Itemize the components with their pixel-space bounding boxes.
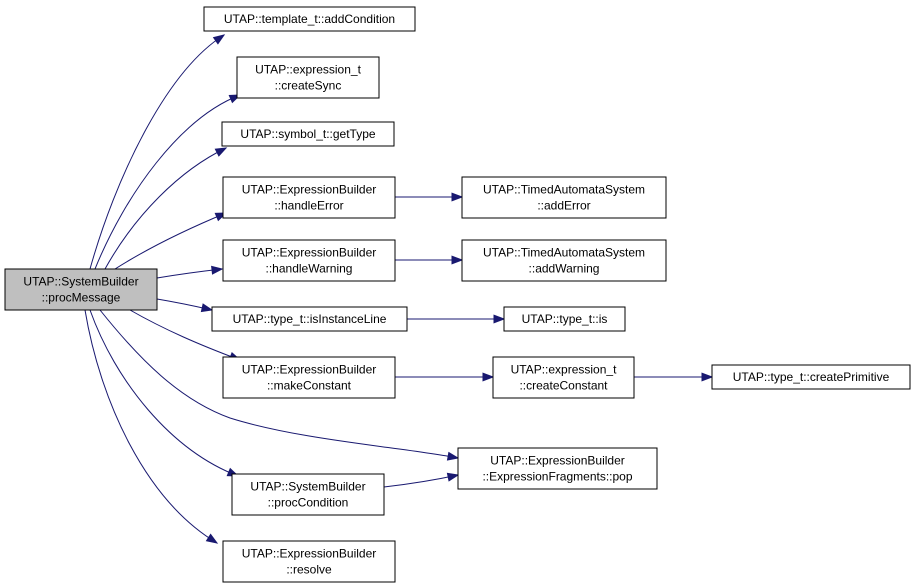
edge-arrowhead — [451, 255, 464, 265]
edge-line — [99, 309, 459, 459]
node-label: ::addWarning — [529, 262, 600, 276]
edge-createConstant-to-createPrimitive — [634, 372, 714, 382]
edge-handleError-to-addError — [395, 192, 464, 202]
node-label: UTAP::SystemBuilder — [250, 480, 365, 494]
node-label: ::createSync — [275, 79, 342, 93]
node-box — [203, 6, 416, 32]
edge-makeConstant-to-createConstant — [395, 372, 495, 382]
node-label: UTAP::TimedAutomataSystem — [483, 183, 645, 197]
node-box — [461, 239, 667, 282]
edge-line — [104, 147, 227, 270]
node-isInstanceLine[interactable]: UTAP::type_t::isInstanceLine — [211, 306, 408, 332]
node-createConstant[interactable]: UTAP::expression_t::createConstant — [492, 356, 635, 399]
edge-root-to-handleWarning — [156, 265, 224, 279]
node-box — [711, 364, 911, 390]
node-label: UTAP::ExpressionBuilder — [242, 363, 377, 377]
node-createPrimitive[interactable]: UTAP::type_t::createPrimitive — [711, 364, 911, 390]
node-is[interactable]: UTAP::type_t::is — [503, 306, 626, 332]
node-label: UTAP::TimedAutomataSystem — [483, 246, 645, 260]
edge-root-to-handleError — [114, 212, 228, 270]
nodes-layer: UTAP::SystemBuilder::procMessage UTAP::te… — [4, 6, 911, 583]
edge-arrowhead — [211, 265, 224, 275]
node-label: UTAP::expression_t — [511, 363, 617, 377]
node-createSync[interactable]: UTAP::expression_t::createSync — [236, 56, 380, 99]
node-box — [492, 356, 635, 399]
edge-arrowhead — [446, 472, 460, 482]
node-label: UTAP::type_t::isInstanceLine — [233, 312, 387, 326]
node-addError[interactable]: UTAP::TimedAutomataSystem::addError — [461, 176, 667, 219]
node-label: UTAP::type_t::is — [522, 312, 608, 326]
node-label: ::ExpressionFragments::pop — [482, 470, 632, 484]
edge-line — [129, 309, 241, 361]
node-label: ::createConstant — [519, 379, 608, 393]
edge-line — [383, 474, 459, 488]
node-label: ::procCondition — [268, 496, 349, 510]
edge-line — [89, 34, 225, 270]
node-box — [222, 176, 396, 219]
node-addCondition[interactable]: UTAP::template_t::addCondition — [203, 6, 416, 32]
edge-line — [114, 212, 227, 270]
node-box — [221, 121, 395, 147]
node-label: UTAP::symbol_t::getType — [240, 127, 375, 141]
edge-arrowhead — [701, 372, 714, 382]
edge-line — [89, 309, 239, 477]
edge-arrowhead — [205, 533, 219, 544]
node-label: UTAP::type_t::createPrimitive — [733, 370, 890, 384]
edge-line — [94, 94, 241, 270]
edge-root-to-getType — [104, 147, 228, 270]
edges-layer — [84, 34, 714, 544]
edge-arrowhead — [493, 314, 506, 324]
edge-root-to-pop — [99, 309, 460, 461]
edge-arrowhead — [482, 372, 495, 382]
node-root[interactable]: UTAP::SystemBuilder::procMessage — [4, 268, 158, 311]
node-label: UTAP::template_t::addCondition — [224, 12, 395, 26]
edge-root-to-procCondition — [89, 309, 240, 477]
node-box — [236, 56, 380, 99]
node-box — [461, 176, 667, 219]
node-box — [211, 306, 408, 332]
edge-procCondition-to-pop — [383, 472, 460, 488]
node-label: ::handleError — [274, 199, 343, 213]
node-label: UTAP::expression_t — [255, 63, 361, 77]
node-label: UTAP::SystemBuilder — [23, 275, 138, 289]
node-box — [222, 356, 396, 399]
node-resolve[interactable]: UTAP::ExpressionBuilder::resolve — [222, 540, 396, 583]
node-label: ::procMessage — [42, 291, 121, 305]
node-handleWarning[interactable]: UTAP::ExpressionBuilder::handleWarning — [222, 239, 396, 282]
node-box — [503, 306, 626, 332]
node-box — [4, 268, 158, 311]
node-box — [231, 473, 385, 516]
edge-root-to-resolve — [84, 309, 219, 544]
node-label: UTAP::ExpressionBuilder — [242, 183, 377, 197]
edge-arrowhead — [446, 451, 460, 461]
edge-isInstanceLine-to-is — [407, 314, 506, 324]
node-label: UTAP::ExpressionBuilder — [242, 547, 377, 561]
node-box — [222, 239, 396, 282]
node-label: UTAP::ExpressionBuilder — [242, 246, 377, 260]
edge-root-to-isInstanceLine — [156, 298, 214, 313]
edge-arrowhead — [214, 147, 228, 157]
node-getType[interactable]: UTAP::symbol_t::getType — [221, 121, 395, 147]
node-label: ::handleWarning — [266, 262, 353, 276]
node-label: ::resolve — [286, 563, 332, 577]
node-box — [222, 540, 396, 583]
node-label: ::addError — [537, 199, 590, 213]
edge-arrowhead — [200, 303, 214, 313]
edge-handleWarning-to-addWarning — [395, 255, 464, 265]
node-label: UTAP::ExpressionBuilder — [490, 454, 625, 468]
node-pop[interactable]: UTAP::ExpressionBuilder::ExpressionFragm… — [457, 447, 658, 490]
edge-root-to-addCondition — [89, 34, 226, 270]
node-addWarning[interactable]: UTAP::TimedAutomataSystem::addWarning — [461, 239, 667, 282]
node-handleError[interactable]: UTAP::ExpressionBuilder::handleError — [222, 176, 396, 219]
node-box — [457, 447, 658, 490]
edge-arrowhead — [212, 34, 226, 45]
edge-arrowhead — [451, 192, 464, 202]
edge-root-to-createSync — [94, 94, 242, 270]
node-label: ::makeConstant — [267, 379, 352, 393]
node-makeConstant[interactable]: UTAP::ExpressionBuilder::makeConstant — [222, 356, 396, 399]
edge-line — [84, 309, 218, 544]
node-procCondition[interactable]: UTAP::SystemBuilder::procCondition — [231, 473, 385, 516]
